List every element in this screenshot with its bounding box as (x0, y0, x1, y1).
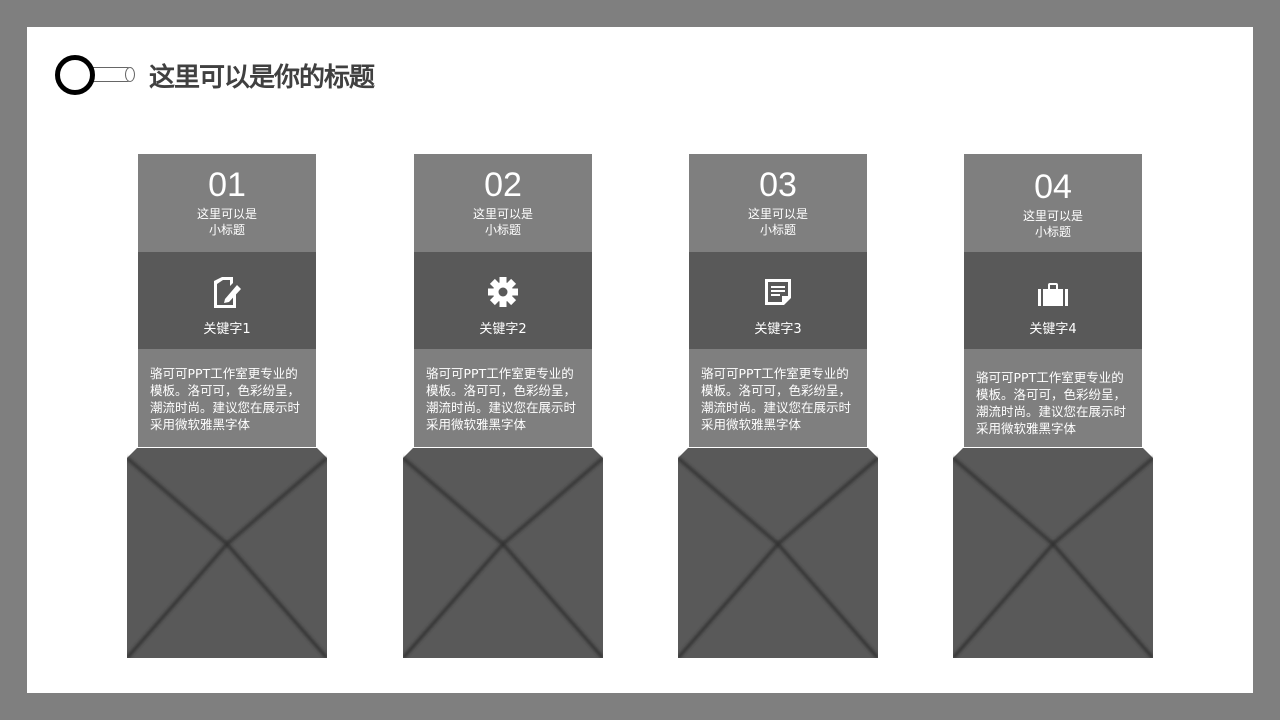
envelope-pocket-2 (403, 448, 603, 658)
note-icon (689, 252, 867, 312)
card-keyword: 关键字3 (754, 322, 802, 337)
card-number: 03 (759, 166, 797, 204)
card-number: 04 (1034, 168, 1072, 206)
card-description: 骆可可PPT工作室更专业的模板。洛可可，色彩纷呈，潮流时尚。建议您在展示时采用微… (689, 349, 867, 447)
card-number: 02 (484, 166, 522, 204)
card-keyword-block: 关键字2 (414, 252, 592, 349)
card-number: 01 (208, 166, 246, 204)
card-header: 02 这里可以是 小标题 (414, 154, 592, 252)
card-keyword-block: 关键字4 (964, 252, 1142, 349)
card-4: 04 这里可以是 小标题 关键字4 骆可可PPT工作室更专业的模板。洛可可，色彩… (964, 154, 1142, 447)
card-keyword: 关键字4 (1029, 322, 1077, 337)
card-header: 04 这里可以是 小标题 (964, 154, 1142, 252)
magnifier-logo-icon (55, 55, 137, 95)
briefcase-icon (964, 252, 1142, 312)
edit-document-icon (138, 252, 316, 312)
card-subtitle-line2: 小标题 (484, 223, 521, 237)
card-subtitle-line1: 这里可以是 (196, 207, 257, 221)
card-keyword: 关键字1 (203, 322, 251, 337)
card-subtitle-line1: 这里可以是 (747, 207, 808, 221)
card-subtitle-line2: 小标题 (1034, 225, 1071, 239)
card-description: 骆可可PPT工作室更专业的模板。洛可可，色彩纷呈，潮流时尚。建议您在展示时采用微… (964, 349, 1142, 447)
card-subtitle-line2: 小标题 (208, 223, 245, 237)
card-subtitle-line2: 小标题 (759, 223, 796, 237)
card-header: 03 这里可以是 小标题 (689, 154, 867, 252)
card-3: 03 这里可以是 小标题 关键字3 骆可可PPT工作室更专业的模板。洛可可，色彩… (689, 154, 867, 447)
card-2: 02 这里可以是 小标题 关键字2 骆可可PPT工作室 (414, 154, 592, 447)
envelope-pocket-4 (953, 448, 1153, 658)
title-bar: 这里可以是你的标题 (55, 55, 375, 95)
envelope-pocket-3 (678, 448, 878, 658)
card-description: 骆可可PPT工作室更专业的模板。洛可可，色彩纷呈，潮流时尚。建议您在展示时采用微… (414, 349, 592, 447)
envelope-pocket-1 (127, 448, 327, 658)
gear-icon (414, 252, 592, 312)
card-1: 01 这里可以是 小标题 关键字1 骆可可PPT工作室更专业的模板。洛可可，色彩… (138, 154, 316, 447)
card-header: 01 这里可以是 小标题 (138, 154, 316, 252)
card-keyword-block: 关键字3 (689, 252, 867, 349)
card-description: 骆可可PPT工作室更专业的模板。洛可可，色彩纷呈，潮流时尚。建议您在展示时采用微… (138, 349, 316, 447)
page-title: 这里可以是你的标题 (149, 62, 375, 93)
card-keyword-block: 关键字1 (138, 252, 316, 349)
card-subtitle-line1: 这里可以是 (472, 207, 533, 221)
card-keyword: 关键字2 (479, 322, 527, 337)
card-subtitle-line1: 这里可以是 (1022, 209, 1083, 223)
